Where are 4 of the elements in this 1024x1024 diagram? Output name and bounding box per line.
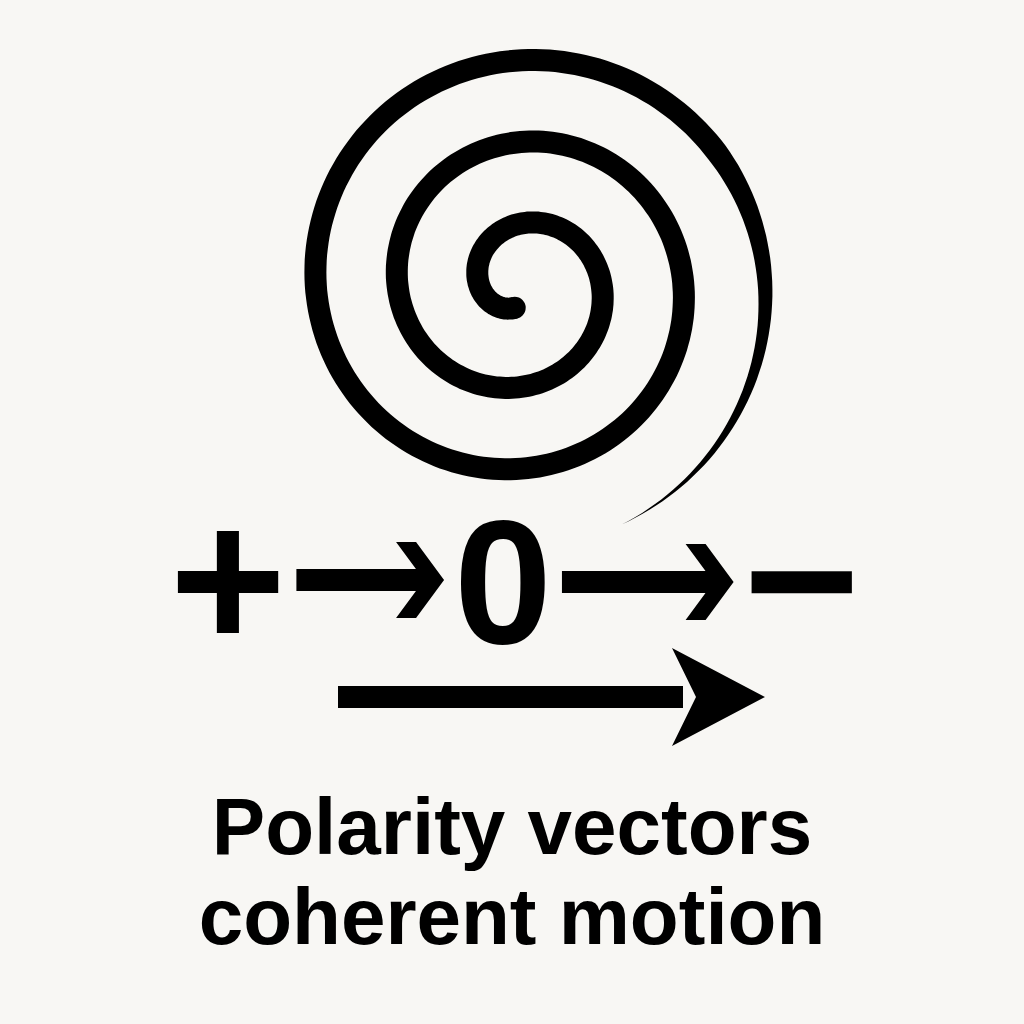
- caption-text: Polarity vectors coherent motion: [197, 782, 827, 962]
- zero-digit: 0: [454, 494, 552, 670]
- minus-sign: −: [743, 480, 861, 680]
- plus-sign: +: [169, 480, 287, 680]
